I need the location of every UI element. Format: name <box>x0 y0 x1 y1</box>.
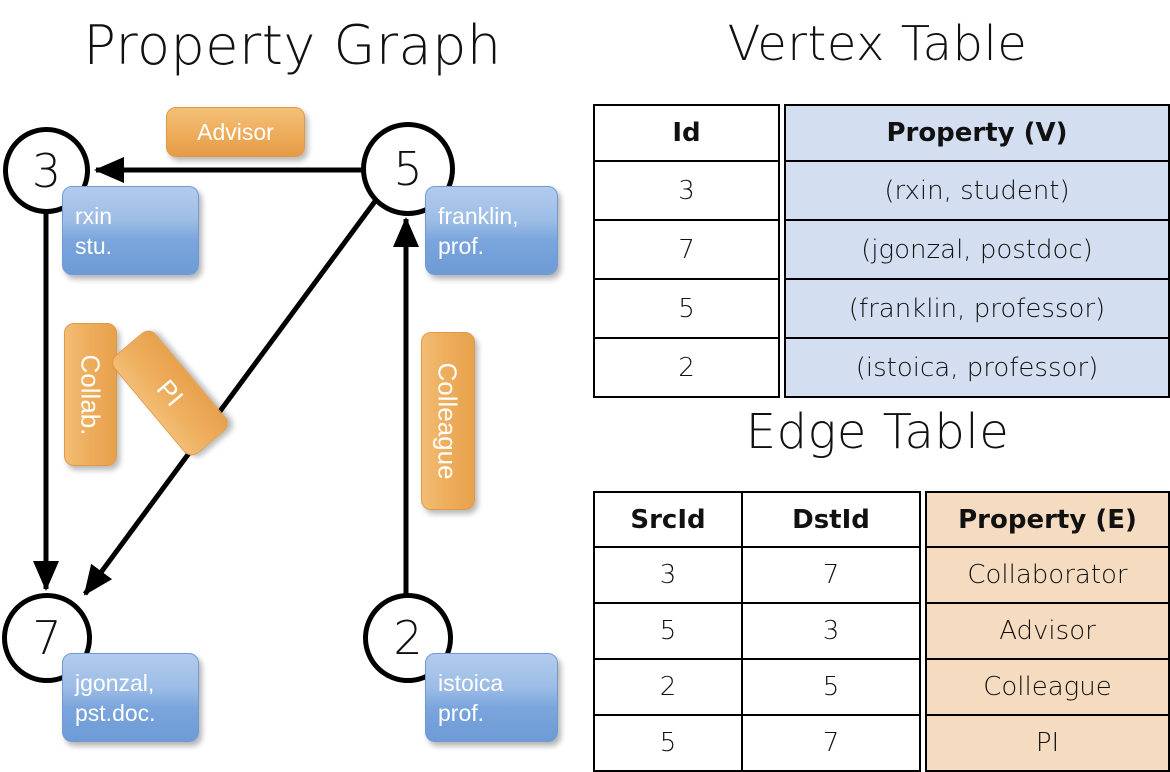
column-gap <box>779 161 785 220</box>
edge-cell-dstid: 7 <box>741 714 921 772</box>
column-gap <box>779 279 785 338</box>
column-gap <box>920 547 926 603</box>
table-row[interactable]: 3 7 Collaborator <box>593 546 1170 604</box>
column-gap <box>920 659 926 715</box>
edge-cell-property: Advisor <box>925 602 1170 660</box>
graph-node-5-label: 5 <box>393 142 423 196</box>
edge-cell-property: Collaborator <box>925 546 1170 604</box>
vertex-property-line2: stu. <box>75 232 113 259</box>
graph-node-5[interactable]: 5 <box>361 122 455 216</box>
graph-node-3-label: 3 <box>31 143 62 198</box>
column-gap <box>920 603 926 659</box>
vertex-cell-property: (istoica, professor) <box>784 337 1170 398</box>
table-row[interactable]: 2 5 Colleague <box>593 658 1170 716</box>
vertex-header-id: Id <box>593 104 780 162</box>
edge-label-advisor-text: Advisor <box>197 119 274 145</box>
graph-edges <box>32 156 420 597</box>
edge-cell-property: Colleague <box>925 658 1170 716</box>
vertex-cell-id: 3 <box>593 160 780 221</box>
table-row[interactable]: 7 (jgonzal, postdoc) <box>593 219 1170 280</box>
vertex-property-line1: franklin, <box>438 202 519 229</box>
page-title-edge-table: Edge Table <box>745 404 1010 460</box>
graph-node-7-label: 7 <box>32 611 62 665</box>
edge-header-property: Property (E) <box>925 491 1170 548</box>
graph-node-2-label: 2 <box>393 611 423 665</box>
column-gap <box>779 105 785 161</box>
vertex-cell-property: (franklin, professor) <box>784 278 1170 339</box>
vertex-header-property: Property (V) <box>784 104 1170 162</box>
edge-label-colleague-text: Colleague <box>433 362 463 480</box>
vertex-cell-id: 7 <box>593 219 780 280</box>
vertex-property-box-2: istoica prof. <box>425 653 558 742</box>
edge-cell-srcid: 3 <box>593 546 743 604</box>
column-gap <box>779 220 785 279</box>
graph-node-2[interactable]: 2 <box>363 593 453 683</box>
vertex-property-box-7: jgonzal, pst.doc. <box>62 653 199 742</box>
table-row[interactable]: 5 3 Advisor <box>593 602 1170 660</box>
edge-5-to-7 <box>82 198 379 596</box>
vertex-property-line1: istoica <box>438 669 504 696</box>
vertex-property-line2: prof. <box>438 232 485 259</box>
table-row[interactable]: 2 (istoica, professor) <box>593 337 1170 398</box>
vertex-cell-property: (rxin, student) <box>784 160 1170 221</box>
vertex-property-line1: rxin <box>75 202 113 229</box>
edge-cell-srcid: 2 <box>593 658 743 716</box>
edge-cell-property: PI <box>925 714 1170 772</box>
edge-label-pi-text: PI <box>150 373 190 413</box>
edge-table: SrcId DstId Property (E) 3 7 Collaborato… <box>593 491 1170 772</box>
vertex-cell-id: 5 <box>593 278 780 339</box>
edge-cell-dstid: 5 <box>741 658 921 716</box>
column-gap <box>779 338 785 397</box>
edge-cell-dstid: 7 <box>741 546 921 604</box>
vertex-table: Id Property (V) 3 (rxin, student) 7 (jgo… <box>593 104 1170 398</box>
vertex-property-box-5: franklin, prof. <box>425 186 558 275</box>
edge-header-srcid: SrcId <box>593 491 743 548</box>
vertex-table-header-row: Id Property (V) <box>593 104 1170 162</box>
edge-table-header-row: SrcId DstId Property (E) <box>593 491 1170 548</box>
edge-cell-srcid: 5 <box>593 714 743 772</box>
vertex-property-line2: prof. <box>438 699 485 726</box>
edge-label-advisor: Advisor <box>166 107 305 157</box>
table-row[interactable]: 5 7 PI <box>593 714 1170 772</box>
edge-header-dstid: DstId <box>741 491 921 548</box>
edge-cell-srcid: 5 <box>593 602 743 660</box>
edge-label-colleague: Colleague <box>421 332 475 510</box>
column-gap <box>920 492 926 547</box>
vertex-property-line1: jgonzal, <box>75 669 155 696</box>
vertex-property-line2: pst.doc. <box>75 699 156 726</box>
vertex-property-box-3: rxin stu. <box>62 186 199 275</box>
vertex-cell-id: 2 <box>593 337 780 398</box>
vertex-cell-property: (jgonzal, postdoc) <box>784 219 1170 280</box>
edge-cell-dstid: 3 <box>741 602 921 660</box>
page-title-vertex-table: Vertex Table <box>727 16 1028 72</box>
table-row[interactable]: 3 (rxin, student) <box>593 160 1170 221</box>
table-row[interactable]: 5 (franklin, professor) <box>593 278 1170 339</box>
edge-label-collab: Collab. <box>64 323 117 466</box>
page-title-property-graph: Property Graph <box>83 14 502 77</box>
column-gap <box>920 715 926 771</box>
edge-label-collab-text: Collab. <box>75 354 106 435</box>
